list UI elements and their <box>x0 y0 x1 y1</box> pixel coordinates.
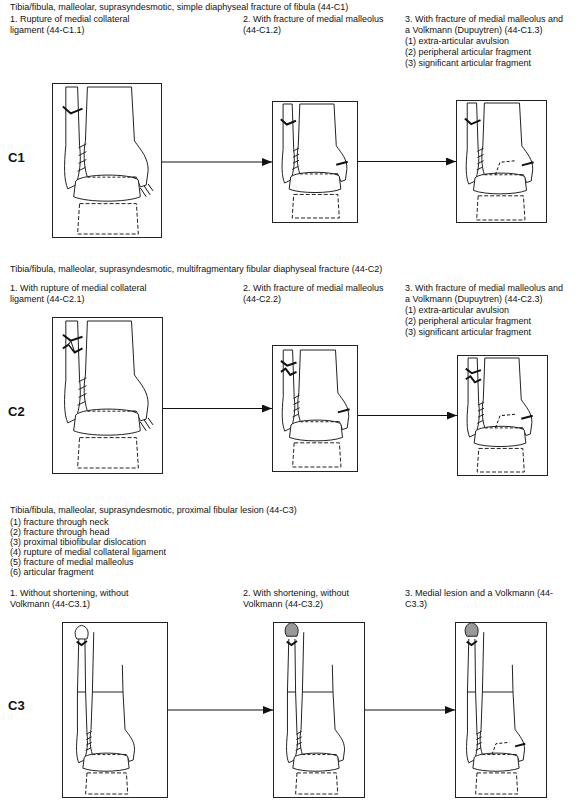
ankle-drawing <box>281 350 350 467</box>
fibula-head <box>465 623 478 637</box>
progression-arrow <box>358 161 456 162</box>
progression-arrow <box>162 162 272 163</box>
illustration-frame: 1. With rupture of medial collateral lig… <box>52 317 163 474</box>
caption-text: (4) rupture of medial collateral ligamen… <box>10 547 310 558</box>
ankle-drawing <box>466 358 533 472</box>
fibula-fracture <box>63 107 83 114</box>
ankle-drawing <box>465 623 525 794</box>
illustration-frame: 2. With fracture of medial malleolus (44… <box>272 101 358 223</box>
progression-arrow <box>365 710 455 711</box>
illustration-frame: 1. Without shortening, without Volkmann … <box>62 622 168 798</box>
fibula-head <box>75 625 88 639</box>
subtype-option: (2) peripheral articular fragment <box>405 316 567 327</box>
neck-fracture <box>467 641 477 645</box>
frame-heading: 3. Medial lesion and a Volkmann (44-C3.3… <box>405 588 555 610</box>
subtype-heading: 2. With fracture of medial malleolus (44… <box>243 14 401 36</box>
subtype-heading: 2. With fracture of medial malleolus (44… <box>243 283 401 305</box>
fibula-fracture <box>63 335 83 353</box>
malleolus-fracture <box>521 416 532 419</box>
volkmann-fragment <box>492 742 510 754</box>
illustration-frame: 3. Medial lesion and a Volkmann (44-C3.3… <box>455 622 547 798</box>
ankle-drawing <box>63 321 153 468</box>
frame-heading: 2. With shortening, without Volkmann (44… <box>243 588 388 610</box>
fibula-head <box>285 623 298 637</box>
fibula-fracture <box>465 119 481 124</box>
subtype-heading: 3. Medial lesion and a Volkmann (44-C3.3… <box>405 588 555 610</box>
caption-text: (2) fracture through head <box>10 527 310 538</box>
malleolus-fracture <box>515 744 525 747</box>
row-tag: C1 <box>8 150 38 165</box>
volkmann-fragment <box>495 414 515 428</box>
subtype-option: (3) significant articular fragment <box>405 58 567 69</box>
fibula-fracture <box>281 361 297 375</box>
frame-heading: 1. Without shortening, without Volkmann … <box>10 588 160 610</box>
illustration-frame: 3. With fracture of medial malleolus and… <box>456 100 547 223</box>
bone-shaft <box>77 632 123 692</box>
illustration-frame: 3. With fracture of medial malleolus and… <box>457 355 548 476</box>
caption-text: Tibia/fibula, malleolar, suprasyndesmoti… <box>10 264 580 275</box>
bone-shaft <box>287 632 333 692</box>
frame-heading: 1. Rupture of medial collateral ligament… <box>10 14 160 36</box>
illustration-frame: 2. With shortening, without Volkmann (44… <box>273 622 365 798</box>
frame-heading: 2. With fracture of medial malleolus (44… <box>243 14 401 36</box>
caption-text: (5) fracture of medial malleolus <box>10 557 310 568</box>
subtype-option: (1) extra-articular avulsion <box>405 305 567 316</box>
fibula-fracture <box>466 369 481 383</box>
subtype-option: (2) peripheral articular fragment <box>405 47 567 58</box>
neck-fracture <box>77 641 87 645</box>
progression-arrow <box>358 415 457 416</box>
bone-shaft <box>467 632 513 692</box>
butterfly-fragment <box>69 341 75 353</box>
subtype-heading: 3. With fracture of medial malleolus and… <box>405 283 567 305</box>
caption-text: (1) fracture through neck <box>10 517 310 528</box>
neck-fracture <box>287 641 297 645</box>
ankle-drawing <box>285 623 344 794</box>
frame-heading: 3. With fracture of medial malleolus and… <box>405 283 567 338</box>
row-tag: C2 <box>8 404 38 419</box>
malleolus-fracture <box>338 409 350 412</box>
frame-heading: 1. With rupture of medial collateral lig… <box>10 283 170 305</box>
volkmann-fragment <box>495 161 515 175</box>
subtype-option: (3) significant articular fragment <box>405 327 567 338</box>
illustration-frame: 2. With fracture of medial malleolus (44… <box>272 345 358 472</box>
frame-heading: 3. With fracture of medial malleolus and… <box>405 14 567 69</box>
ankle-drawing <box>465 103 534 220</box>
illustration-frame: 1. Rupture of medial collateral ligament… <box>52 83 162 238</box>
ankle-drawing <box>75 625 134 794</box>
caption-text: Tibia/fibula, malleolar, suprasyndesmoti… <box>10 505 580 516</box>
row-tag: C3 <box>8 698 38 713</box>
subtype-heading: 2. With shortening, without Volkmann (44… <box>243 588 388 610</box>
malleolus-fracture <box>336 162 347 165</box>
subtype-option: (1) extra-articular avulsion <box>405 36 567 47</box>
caption-text: (3) proximal tibiofibular dislocation <box>10 537 310 548</box>
fibula-fracture <box>281 119 296 124</box>
subtype-heading: 1. Rupture of medial collateral ligament… <box>10 14 160 36</box>
caption-text: (6) articular fragment <box>10 567 310 578</box>
subtype-heading: 3. With fracture of medial malleolus and… <box>405 14 567 36</box>
ankle-drawing <box>281 104 348 218</box>
frame-heading: 2. With fracture of medial malleolus (44… <box>243 283 401 305</box>
ligament-rupture <box>140 184 153 197</box>
subtype-heading: 1. With rupture of medial collateral lig… <box>10 283 170 305</box>
subtype-heading: 1. Without shortening, without Volkmann … <box>10 588 160 610</box>
ankle-drawing <box>63 87 153 234</box>
caption-text: Tibia/fibula, malleolar, suprasyndesmoti… <box>10 2 580 13</box>
progression-arrow <box>163 408 272 409</box>
ligament-rupture <box>140 418 153 431</box>
malleolus-fracture <box>522 162 534 165</box>
progression-arrow <box>168 710 273 711</box>
